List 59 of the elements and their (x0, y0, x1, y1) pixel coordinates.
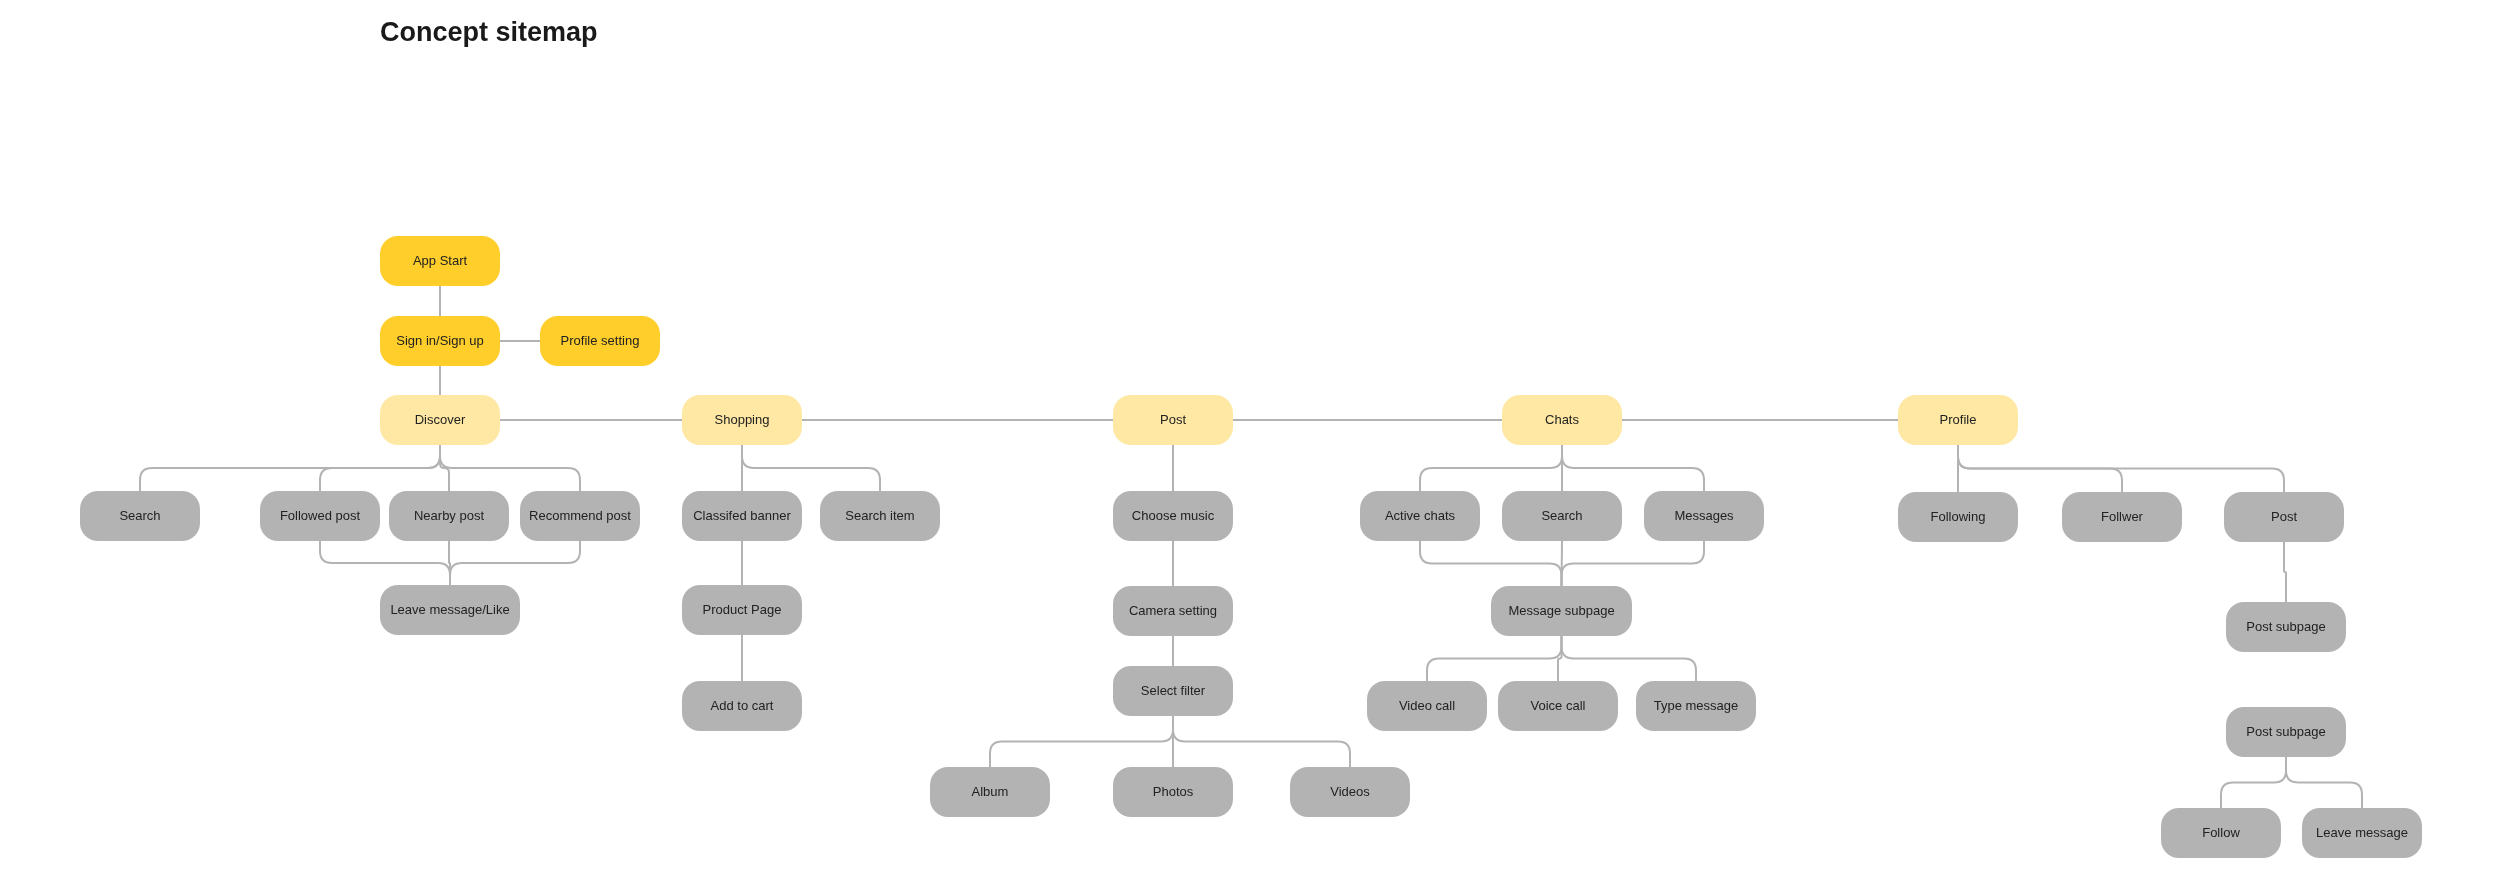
page-box: Post (1113, 395, 1233, 445)
page-box: App Start (380, 236, 500, 286)
page-box: Shopping (682, 395, 802, 445)
page-box: Select filter (1113, 666, 1233, 716)
page-box: Recommend post (520, 491, 640, 541)
page-box: Video call (1367, 681, 1487, 731)
page-box: Voice call (1498, 681, 1618, 731)
connector-line (1172, 444, 1174, 492)
connector-line (1560, 635, 1697, 682)
page-box: Album (930, 767, 1050, 817)
connector-line (499, 340, 541, 342)
connector-line (1621, 419, 1899, 421)
page-box: Sign in/Sign up (380, 316, 500, 366)
page-box: Type message (1636, 681, 1756, 731)
connector-line (499, 419, 683, 421)
connector-line (2283, 541, 2287, 603)
page-box: Nearby post (389, 491, 509, 541)
connector-line (741, 634, 743, 682)
page-box: Leave message/Like (380, 585, 520, 635)
page-box: Add to cart (682, 681, 802, 731)
page-box: Post subpage (2226, 707, 2346, 757)
connector-line (801, 419, 1114, 421)
connector-line (1561, 444, 1705, 492)
diagram-title: Concept sitemap (380, 16, 598, 49)
page-box: Discover (380, 395, 500, 445)
page-box: Messages (1644, 491, 1764, 541)
page-box: Followed post (260, 491, 380, 541)
connector-line (1232, 419, 1503, 421)
page-box: Camera setting (1113, 586, 1233, 636)
page-box: Videos (1290, 767, 1410, 817)
page-box: Message subpage (1491, 586, 1632, 636)
page-box: Follow (2161, 808, 2281, 858)
page-box: Following (1898, 492, 2018, 542)
page-box: Search (1502, 491, 1622, 541)
page-box: Follwer (2062, 492, 2182, 542)
page-box: Classifed banner (682, 491, 802, 541)
connector-line (1172, 715, 1351, 768)
page-box: Post (2224, 492, 2344, 542)
connector-line (439, 365, 441, 396)
page-box: Post subpage (2226, 602, 2346, 652)
connector-line (1560, 540, 1705, 587)
connector-line (439, 285, 441, 317)
connector-line (1172, 540, 1174, 587)
page-box: Active chats (1360, 491, 1480, 541)
connector-line (439, 444, 581, 492)
connector-line (1560, 540, 1563, 587)
connector-line (1957, 444, 2285, 493)
page-box: Leave message (2302, 808, 2422, 858)
connector-line (1172, 635, 1174, 667)
page-box: Profile setting (540, 316, 660, 366)
page-box: Profile (1898, 395, 2018, 445)
connector-line (449, 540, 581, 586)
connector-line (741, 540, 743, 586)
page-box: Photos (1113, 767, 1233, 817)
page-box: Search (80, 491, 200, 541)
page-box: Product Page (682, 585, 802, 635)
page-box: Choose music (1113, 491, 1233, 541)
page-box: Search item (820, 491, 940, 541)
page-box: Chats (1502, 395, 1622, 445)
